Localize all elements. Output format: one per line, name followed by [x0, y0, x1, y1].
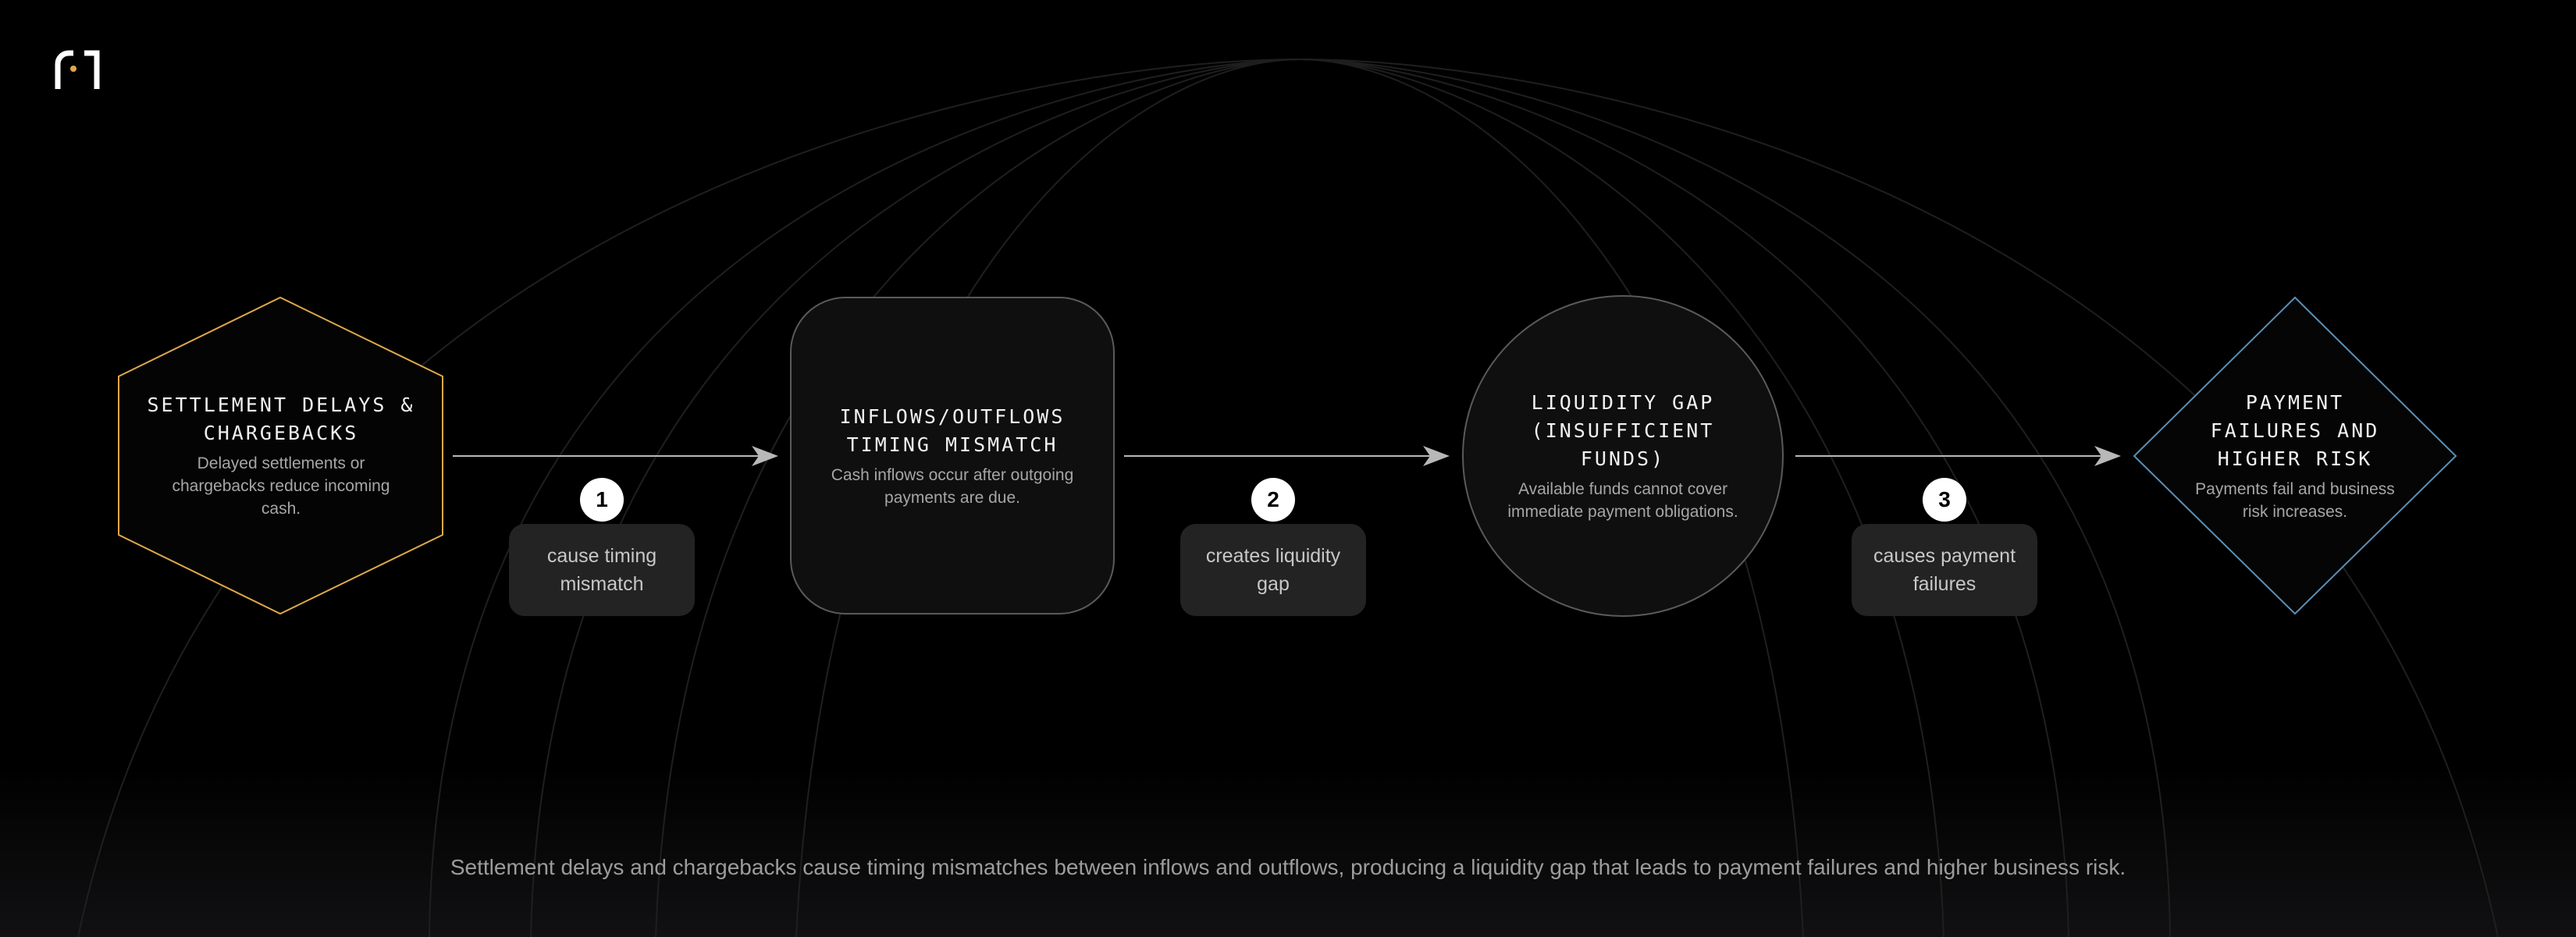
edge-label-1: cause timing mismatch	[509, 524, 695, 616]
node-circle-shape	[1462, 295, 1784, 617]
edge-label-3: causes payment failures	[1852, 524, 2037, 616]
node-title: LIQUIDITY GAP (INSUFFICIENT FUNDS)	[1531, 390, 1715, 470]
node-payment-failures: PAYMENT FAILURES AND HIGHER RISK Payment…	[2186, 376, 2404, 536]
node-hexagon-shape	[118, 296, 443, 615]
node-rounded-rect-shape	[790, 297, 1115, 615]
node-timing-mismatch: INFLOWS/OUTFLOWS TIMING MISMATCH Cash in…	[804, 376, 1101, 536]
step-badge-2: 2	[1251, 478, 1295, 522]
node-description: Payments fail and business risk increase…	[2195, 479, 2395, 521]
node-liquidity-gap: LIQUIDITY GAP (INSUFFICIENT FUNDS) Avail…	[1475, 376, 1771, 536]
step-badge-1: 1	[580, 478, 624, 522]
edge-label-2: creates liquidity gap	[1180, 524, 1366, 616]
node-description: Cash inflows occur after outgoing paymen…	[831, 465, 1074, 507]
node-title: INFLOWS/OUTFLOWS TIMING MISMATCH	[839, 404, 1066, 456]
node-title: PAYMENT FAILURES AND HIGHER RISK	[2210, 390, 2380, 470]
node-description: Delayed settlements or chargebacks reduc…	[172, 454, 390, 518]
node-description: Available funds cannot cover immediate p…	[1507, 479, 1738, 521]
node-settlement-delays: SETTLEMENT DELAYS & CHARGEBACKS Delayed …	[141, 376, 422, 536]
diagram-caption: Settlement delays and chargebacks cause …	[450, 855, 2126, 879]
brand-logo-icon	[53, 48, 101, 96]
node-diamond-shape	[2133, 296, 2457, 615]
step-badge-3: 3	[1923, 478, 1966, 522]
node-title: SETTLEMENT DELAYS & CHARGEBACKS	[147, 394, 415, 444]
